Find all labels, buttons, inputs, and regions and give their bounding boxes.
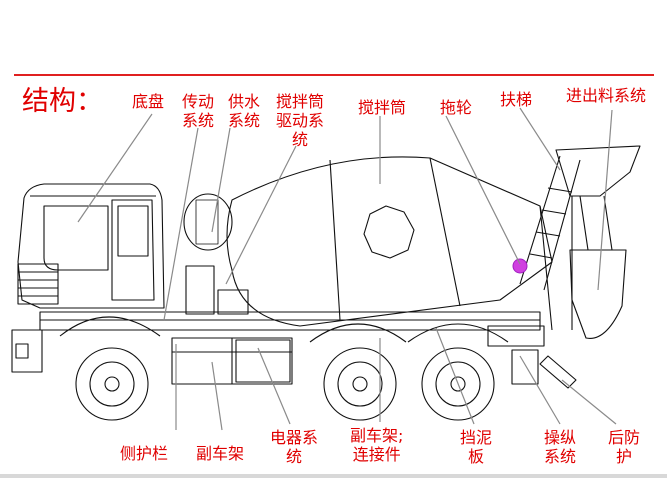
rear-bumper (539, 355, 577, 389)
pointer-control (519, 355, 561, 425)
drum-end-plate (363, 205, 415, 259)
cab-side-window (117, 205, 149, 257)
chassis-frame (39, 311, 541, 331)
pointer-feed (597, 109, 613, 291)
top-divider (14, 74, 654, 76)
label-drum: 搅拌筒 (358, 98, 407, 117)
pointer-roller (445, 115, 521, 265)
label-transmission: 传动 系统 (182, 92, 215, 130)
rear-wheel-1 (323, 347, 397, 421)
rear-frame (487, 325, 545, 347)
front-bumper (11, 329, 43, 373)
feed-hopper (555, 145, 641, 197)
label-rear-guard: 后防 护 (608, 428, 641, 466)
roller-highlight (512, 258, 528, 274)
label-drum-drive: 搅拌筒 驱动系 统 (276, 92, 325, 149)
label-feed-discharge: 进出料系统 (566, 86, 647, 105)
rear-fender-2 (407, 323, 509, 343)
pointer-transmission (163, 127, 199, 321)
label-roller: 拖轮 (440, 98, 473, 117)
drive-pump (185, 265, 215, 315)
front-wheel (75, 347, 149, 421)
rear-wheel-2 (421, 347, 495, 421)
label-subframe: 副车架 (196, 444, 245, 463)
label-side-guard: 侧护栏 (120, 444, 169, 463)
pointer-subframe (211, 361, 223, 431)
pointer-electrical (257, 347, 291, 425)
pointer-rear-guard (561, 379, 617, 425)
control-box (511, 349, 539, 385)
rear-fender-1 (309, 323, 407, 343)
cab-outline (17, 183, 165, 309)
diagram-title: 结构： (22, 86, 103, 117)
label-mudguard: 挡泥 板 (460, 428, 493, 466)
discharge-chute (569, 249, 627, 339)
label-subframe-connector: 副车架; 连接件 (350, 426, 404, 464)
label-electrical: 电器系 统 (270, 428, 319, 466)
pointer-drum-drive (225, 145, 297, 285)
cab-door (111, 199, 155, 301)
label-water-supply: 供水 系统 (228, 92, 261, 130)
front-fender (59, 316, 161, 337)
subframe-box (235, 339, 291, 383)
label-control: 操纵 系统 (544, 428, 577, 466)
pointer-water-supply (211, 127, 231, 233)
bottom-divider (0, 474, 667, 478)
label-ladder: 扶梯 (500, 90, 533, 109)
water-tank (183, 193, 233, 251)
cab-grille (17, 263, 59, 305)
cab-windshield (43, 205, 109, 271)
pointer-chassis (77, 113, 153, 223)
mixer-drum (226, 156, 553, 327)
pointer-ladder (519, 107, 561, 171)
label-chassis: 底盘 (132, 92, 165, 111)
pointer-mudguard (435, 327, 475, 425)
